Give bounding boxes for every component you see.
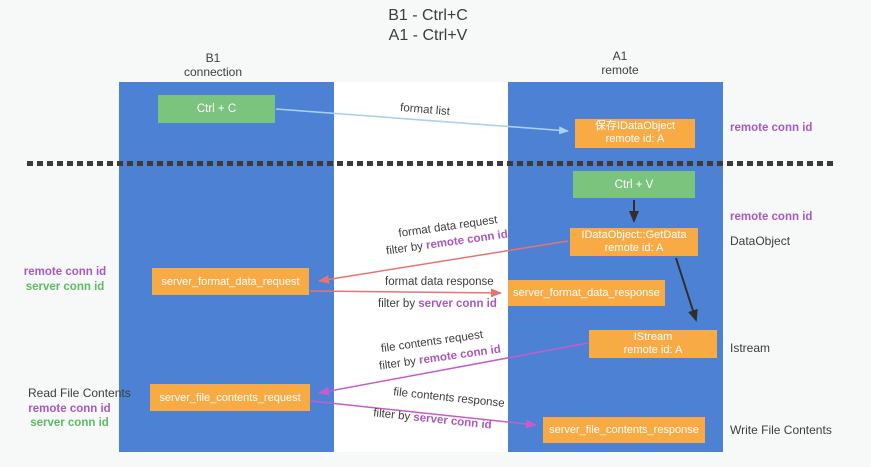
save-idataobject-line2: remote id: A xyxy=(605,133,665,145)
format-response-arrow xyxy=(309,288,502,298)
right-column-name: A1 xyxy=(612,49,628,63)
title-line-2: A1 - Ctrl+V xyxy=(388,27,468,44)
getdata-line2: remote id: A xyxy=(604,242,664,254)
istream-box: IStream remote id: A xyxy=(589,330,717,358)
save-idataobject-line1: 保存IDataObject xyxy=(594,120,676,132)
filter-key-server-conn-id: server conn id xyxy=(418,298,497,310)
server-file-contents-response-box: server_file_contents_response xyxy=(543,417,705,443)
ctrl-v-box: Ctrl + V xyxy=(573,171,695,198)
server-conn-id-left2-label: server conn id xyxy=(30,417,109,429)
middle-strip xyxy=(334,82,508,452)
dataobject-label: DataObject xyxy=(730,234,791,248)
write-file-contents-label: Write File Contents xyxy=(730,423,832,437)
left-column-name: B1 xyxy=(205,51,221,65)
server-format-data-response-box: server_format_data_response xyxy=(508,280,665,306)
istream-line1: IStream xyxy=(633,331,673,343)
session-divider xyxy=(27,161,833,166)
getdata-to-istream-arrow xyxy=(675,257,698,322)
istream-label: Istream xyxy=(730,341,771,355)
left-conn-id-pair-1: remote conn id server conn id xyxy=(19,265,111,295)
istream-line2: remote id: A xyxy=(623,344,683,356)
remote-conn-id-left2-label: remote conn id xyxy=(28,403,111,415)
left-column-role: connection xyxy=(183,65,243,79)
read-file-contents-label: Read File Contents xyxy=(28,386,131,400)
getdata-line1: IDataObject::GetData xyxy=(581,229,687,241)
diagram-title: B1 - Ctrl+C A1 - Ctrl+V xyxy=(328,6,528,46)
left-conn-id-pair-2: remote conn id server conn id xyxy=(27,402,112,430)
server-conn-id-left1-label: server conn id xyxy=(25,281,105,293)
server-format-data-request-box: server_format_data_request xyxy=(152,268,309,295)
remote-conn-id-mid-label: remote conn id xyxy=(730,211,813,223)
remote-conn-id-left1-label: remote conn id xyxy=(23,266,107,278)
file-response-arrow xyxy=(310,400,537,429)
remote-conn-id-top-label: remote conn id xyxy=(730,122,813,134)
save-idataobject-box: 保存IDataObject remote id: A xyxy=(575,119,695,148)
title-line-1: B1 - Ctrl+C xyxy=(388,7,468,24)
format-data-response-label: format data response xyxy=(385,276,494,288)
file-request-arrow xyxy=(318,342,589,396)
format-data-response-filter-label: filter by server conn id xyxy=(378,298,497,310)
format-list-arrow xyxy=(275,108,569,135)
left-column-header: B1 connection xyxy=(153,51,273,79)
server-file-contents-request-box: server_file_contents_request xyxy=(150,384,310,411)
filter-prefix: filter by xyxy=(378,298,416,310)
getdata-box: IDataObject::GetData remote id: A xyxy=(570,228,698,256)
right-column-role: remote xyxy=(601,63,639,77)
format-request-arrow xyxy=(318,240,569,284)
ctrl-c-box: Ctrl + C xyxy=(158,95,275,123)
right-column-header: A1 remote xyxy=(560,49,680,77)
